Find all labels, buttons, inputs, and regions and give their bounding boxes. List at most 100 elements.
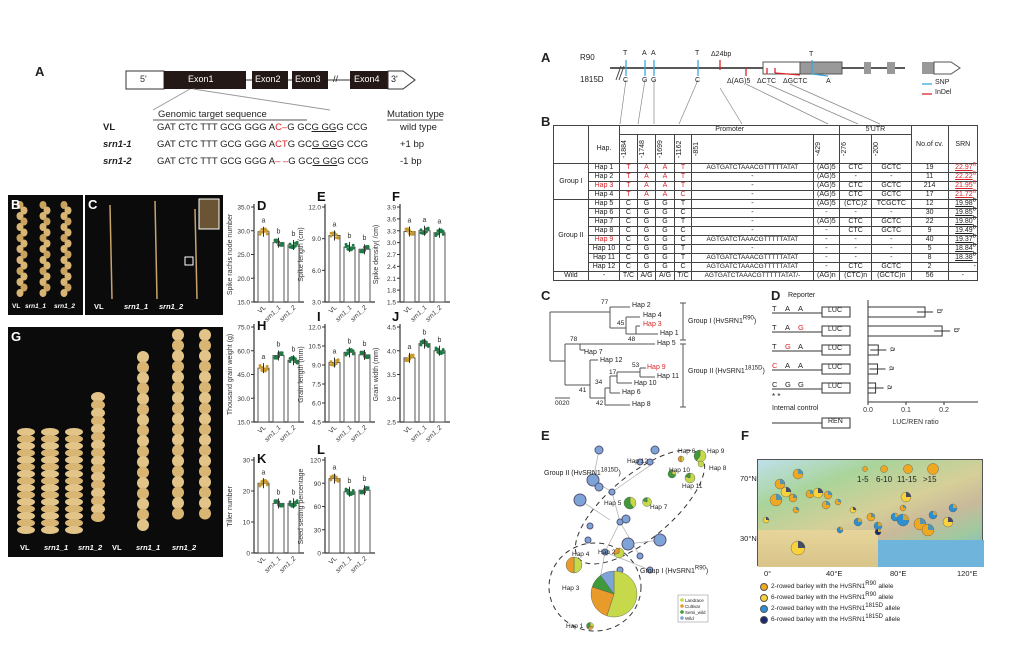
significance-letter: a [333,465,337,472]
exon1-label: Exon1 [188,74,214,84]
location-pie-slice [853,507,856,510]
grain [172,371,184,383]
grain [199,507,211,520]
y-tick-label: 3.6 [387,216,396,223]
y-tick-label: 6.0 [312,268,321,275]
grain [137,456,149,468]
grain [65,463,83,471]
srn-letter: b [972,215,976,222]
significance-letter: a [262,469,266,476]
significance-letter: a [333,222,337,229]
network-hap-label: Hap 4 [572,551,590,558]
data-point [288,360,292,363]
srn-mean: 19.80 [955,218,973,225]
legend-superscript: 1815D [865,602,883,609]
grain [41,484,59,492]
y-tick-label: 45.0 [237,372,250,379]
legend-text: 6-rowed barley with the HvSRN1 [771,616,866,623]
data-point [419,228,423,232]
network-hap-label: Hap 9 [707,448,725,455]
x-tick-label: VL [403,304,414,315]
tree-leaf: Hap 10 [634,380,657,387]
sequence-mut: CT [275,139,288,150]
y-tick-label: 60.0 [237,348,250,355]
grain [65,484,83,492]
longitude-label: 80°E [890,569,907,578]
y-tick-label: 2.4 [387,264,396,271]
spikelet [60,289,68,297]
spikelet [16,234,24,242]
data-point [365,354,368,358]
grain [137,382,149,395]
data-point [346,352,350,356]
hap-header-top [587,125,621,135]
grain [137,445,149,458]
panel-label-b: B [11,197,21,212]
data-point [280,504,284,508]
data-point [441,229,445,233]
reporter-base: A [798,361,804,370]
location-pie-slice [871,513,875,517]
mutation-type-title: Mutation type [387,109,445,120]
data-point [411,353,415,357]
grain [91,480,105,490]
panel-label-D: D [257,198,266,213]
spikelet [64,250,72,259]
grain [172,507,184,520]
grain [17,519,35,527]
y-tick-label: 3.5 [387,372,396,379]
grain [41,491,59,499]
tree-leaf: Hap 7 [584,349,603,356]
grain [17,428,35,436]
grain [41,428,59,436]
latitude-label: 30°N [740,534,757,543]
grain [137,393,149,405]
reporter-base: T [772,304,777,313]
grain [199,497,211,509]
grain [65,498,83,506]
hap12-node-slice [677,455,682,463]
spikelet [60,212,68,220]
spikelet [39,245,47,253]
zoom-box [184,256,194,266]
y-tick-label: 12.0 [308,325,321,332]
exon3-label: Exon3 [295,74,321,84]
grain [172,455,184,467]
spikelet [16,212,24,220]
reporter-label: Reporter [788,292,816,299]
grain [17,456,35,464]
grain [172,465,184,478]
allele-superscript: 1815D [744,365,763,372]
grain [172,476,184,488]
bootstrap-value: 41 [579,387,587,394]
sequence-pre: GAT CTC TTT GCG GGG A [157,139,276,150]
wild-haplotype-node [608,488,616,496]
grain [91,512,105,522]
legend-swatch [680,604,684,608]
y-axis-label: Tiller number [227,486,234,527]
spikelet [60,245,68,253]
data-point [265,232,269,236]
y-axis-label: Grain length (mm) [298,346,305,402]
intron-break: // [333,74,339,84]
network-edge [604,521,621,553]
del-24bp-label: Δ24bp [711,51,732,58]
location-pie-slice [858,518,862,522]
spike-photo-b [8,195,83,315]
grain [172,360,184,373]
y-tick-label: 4.0 [387,348,396,355]
snp-bot-1748: G [642,77,648,84]
spikelet [20,261,28,270]
data-point [366,486,370,489]
location-pie-slice [928,524,934,530]
allele-superscript: 1815D [600,467,619,474]
wild-cell: - [947,271,979,281]
srn-mean: 22.22 [955,173,973,180]
grain [65,477,83,485]
grain [17,449,35,457]
x-tick-label: 0.0 [863,407,873,414]
